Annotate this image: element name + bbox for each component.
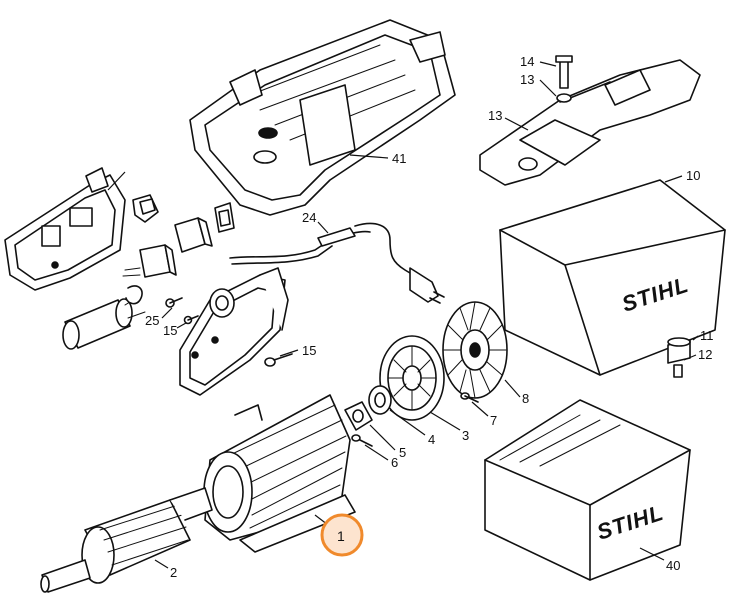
callout-40: 40 <box>666 558 680 573</box>
callout-2: 2 <box>170 565 177 580</box>
part-40-lower-cover[interactable] <box>484 399 691 581</box>
part-2-rotor[interactable] <box>40 487 213 593</box>
part-5-washer[interactable] <box>344 401 373 431</box>
highlight-label: 1 <box>337 528 345 544</box>
callout-25: 25 <box>145 313 159 328</box>
callout-7: 7 <box>490 413 497 428</box>
callout-41: 41 <box>392 151 406 166</box>
switch-clip-a[interactable] <box>132 194 159 223</box>
capacitor-bracket[interactable] <box>125 285 143 305</box>
part-3-end-shield[interactable] <box>379 335 445 421</box>
callout-15-lower: 15 <box>302 343 316 358</box>
callout-6: 6 <box>391 455 398 470</box>
callout-13-text: 13 <box>520 72 534 87</box>
screw-15-lower[interactable] <box>264 353 293 367</box>
callout-9: 10 <box>686 168 700 183</box>
capacitor-cylinder[interactable] <box>62 295 146 350</box>
highlight-circle[interactable] <box>320 513 364 557</box>
switch-housing[interactable] <box>179 267 289 396</box>
part-1-stator[interactable] <box>203 394 356 553</box>
part-10-foot[interactable] <box>667 337 691 364</box>
part-9-upper-cover[interactable] <box>499 179 726 376</box>
part-8-fan[interactable] <box>442 301 508 399</box>
part-7-screw[interactable] <box>460 392 479 403</box>
switch-relay[interactable] <box>122 244 177 278</box>
screw-15-upper[interactable] <box>183 315 199 325</box>
callout-14: 14 <box>520 54 534 69</box>
screw-25[interactable] <box>165 297 183 308</box>
callout-8: 8 <box>522 391 529 406</box>
switch-mounting-plate[interactable] <box>4 167 126 291</box>
capacitor-block[interactable] <box>174 217 213 253</box>
callout-5: 5 <box>399 445 406 460</box>
part-6-screw[interactable] <box>351 434 373 447</box>
callout-24: 24 <box>302 210 316 225</box>
part-11-screw[interactable] <box>673 364 683 378</box>
callout-15-upper: 15 <box>163 323 177 338</box>
part-4-bearing[interactable] <box>368 385 392 415</box>
callout-12: 13 <box>488 108 502 123</box>
callout-3: 3 <box>462 428 469 443</box>
callout-10: 11 <box>700 328 714 343</box>
part-13-washer[interactable] <box>556 93 572 103</box>
callout-11: 12 <box>698 347 712 362</box>
part-41-top-housing[interactable] <box>189 19 456 216</box>
switch-clip-b[interactable] <box>214 202 235 233</box>
part-24-power-cord[interactable] <box>229 222 445 304</box>
callout-4: 4 <box>428 432 435 447</box>
part-14-screw[interactable] <box>555 55 573 89</box>
part-12-handle-bracket[interactable] <box>479 59 701 186</box>
